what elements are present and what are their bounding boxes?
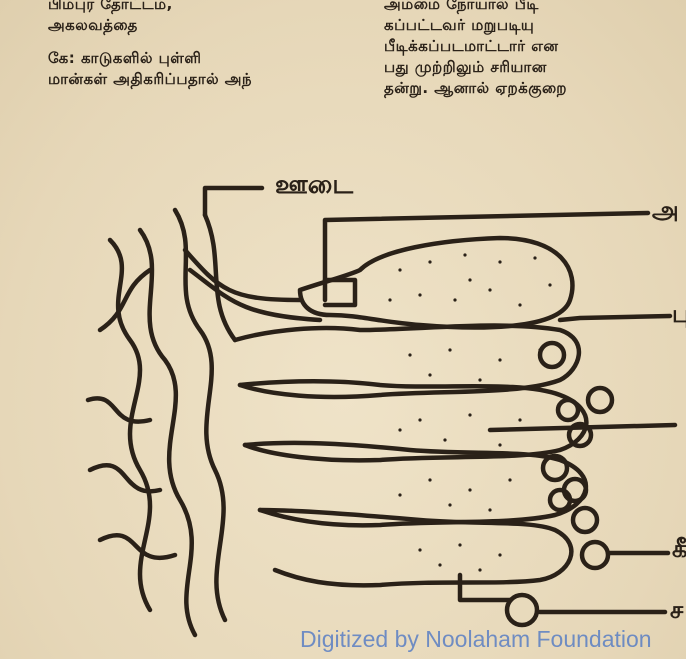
label-leader-mid bbox=[490, 425, 675, 430]
figure-label-a: அ bbox=[652, 196, 679, 227]
figure-label-pu: பு bbox=[672, 300, 686, 331]
tissue-strand bbox=[88, 398, 150, 421]
lobe-neck bbox=[325, 280, 355, 305]
bulb bbox=[582, 542, 608, 568]
bulb bbox=[558, 400, 578, 420]
digitization-watermark: Digitized by Noolaham Foundation bbox=[300, 626, 652, 653]
label-leader-pu bbox=[560, 316, 670, 320]
bulb bbox=[564, 479, 586, 501]
bulb bbox=[588, 388, 612, 412]
figure-top-label: ஊடை bbox=[275, 170, 353, 203]
figure-label-sa: ச bbox=[670, 596, 683, 627]
label-leader-a bbox=[325, 213, 648, 300]
bulb bbox=[540, 343, 564, 367]
figure-label-ki: கீ bbox=[672, 535, 686, 566]
bulb bbox=[573, 508, 597, 532]
label-leader-sa bbox=[460, 575, 510, 600]
top-label-leader bbox=[205, 188, 262, 215]
gland-lobe bbox=[300, 238, 572, 327]
tissue-strand bbox=[100, 535, 175, 558]
duct-line bbox=[185, 250, 300, 300]
tissue-strand bbox=[100, 270, 150, 330]
